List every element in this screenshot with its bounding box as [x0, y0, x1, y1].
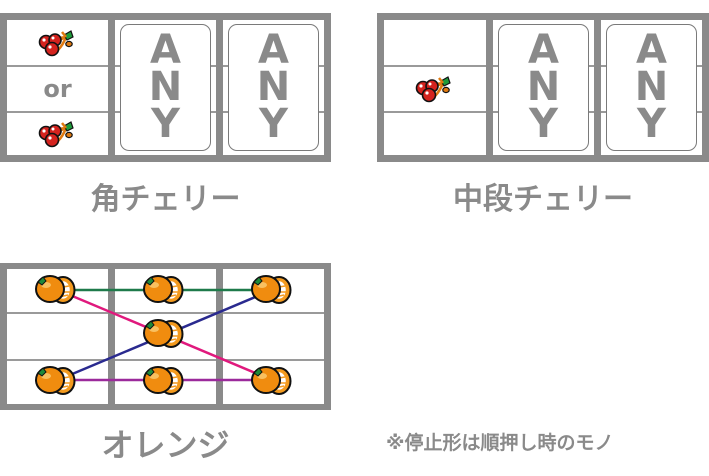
any-letter-a: A	[528, 27, 559, 73]
chudan-cherry-reel-frame: A N Y A N Y	[377, 13, 709, 162]
row-divider	[223, 312, 324, 314]
reel-center: A N Y	[493, 20, 594, 155]
or-label: or	[43, 75, 72, 103]
any-card: A N Y	[498, 24, 589, 151]
reel-right: A N Y	[601, 20, 702, 155]
orange-reel-frame	[0, 263, 331, 410]
caption-orange: オレンジ	[101, 426, 230, 464]
footnote: ※停止形は順押し時のモノ	[386, 432, 614, 454]
row-divider	[384, 111, 486, 113]
any-letter-a: A	[258, 27, 289, 73]
reel-cell-bottom	[7, 113, 108, 155]
any-letter-y: Y	[259, 101, 288, 147]
row-divider	[7, 111, 108, 113]
row-divider	[384, 65, 486, 67]
reel-right: A N Y	[223, 20, 324, 155]
reel-cell-middle: or	[7, 67, 108, 111]
kado-cherry-reel-frame: or A N Y A N Y	[0, 13, 331, 162]
reel-center	[115, 269, 216, 404]
reel-left: or	[7, 20, 108, 155]
any-letter-n: N	[148, 64, 183, 110]
cherry-icon	[415, 75, 452, 103]
reel-left	[7, 269, 108, 404]
row-divider	[223, 359, 324, 361]
row-divider	[7, 65, 108, 67]
any-card: A N Y	[228, 24, 319, 151]
reel-cell-top	[7, 20, 108, 65]
any-letter-a: A	[636, 27, 667, 73]
any-letter-n: N	[634, 64, 669, 110]
any-card: A N Y	[120, 24, 211, 151]
any-letter-y: Y	[151, 101, 180, 147]
caption-chudan-cherry: 中段チェリー	[453, 182, 633, 217]
any-letter-n: N	[526, 64, 561, 110]
reel-left	[384, 20, 486, 155]
row-divider	[115, 359, 216, 361]
row-divider	[7, 312, 108, 314]
caption-kado-cherry: 角チェリー	[90, 182, 241, 217]
any-letter-n: N	[256, 64, 291, 110]
reel-center: A N Y	[115, 20, 216, 155]
any-letter-y: Y	[529, 101, 558, 147]
any-letter-a: A	[150, 27, 181, 73]
any-card: A N Y	[606, 24, 697, 151]
reel-right	[223, 269, 324, 404]
any-letter-y: Y	[637, 101, 666, 147]
cherry-icon	[37, 120, 74, 148]
row-divider	[115, 312, 216, 314]
row-divider	[7, 359, 108, 361]
cherry-icon	[37, 29, 74, 57]
reel-cell-middle	[384, 67, 486, 111]
